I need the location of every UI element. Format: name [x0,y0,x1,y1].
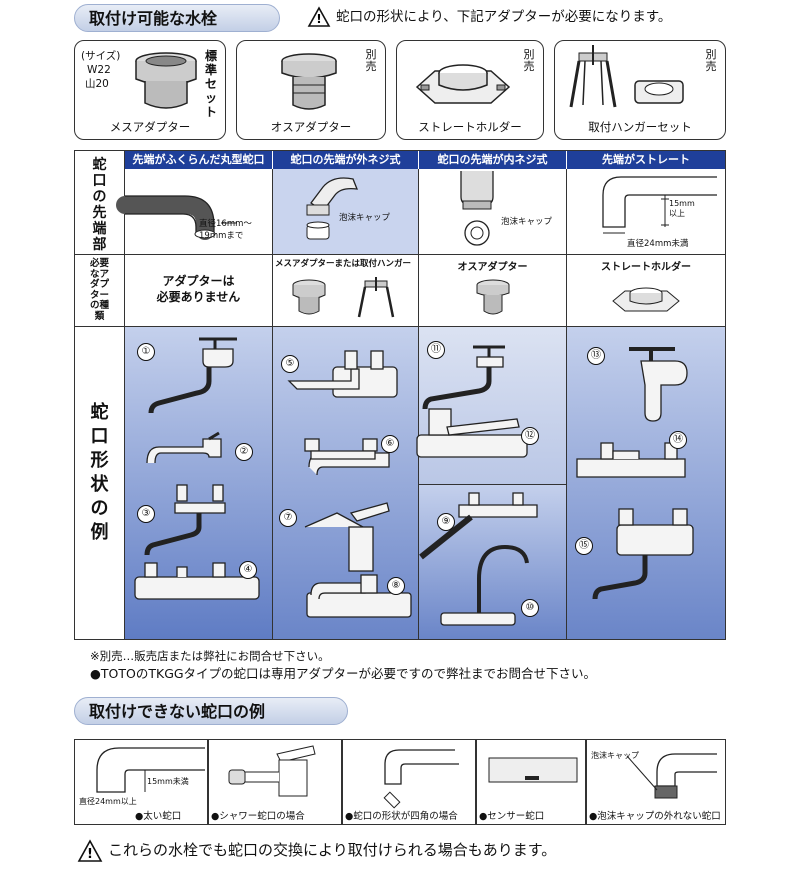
footer-warning: !これらの水栓でも蛇口の交換により取付けられる場合もあります。 [77,838,556,862]
adapter-straight-holder: 別売 ストレートホルダー [396,40,544,140]
adapter-standard-note: 標準セット [205,49,218,119]
hanger-set-icon [569,45,684,108]
section-title-incompatible: 取付けできない蛇口の例 [74,697,348,725]
adapter-size-w: W22 [87,64,111,76]
thick-label: ●太い蛇口 [135,811,182,822]
ng-thick: 15mm未満 直径24mm以上 ●太い蛇口 [74,739,208,825]
row-label-adapter-type: 必要なアダプターの種類 [75,255,125,327]
note-optional: ※別売…販売店または弊社にお問合せ下さい。 [90,649,330,663]
adapter-size-label: (サイズ) [81,50,121,62]
warning-icon-footer: ! [77,838,103,862]
adapter-male-note: 別売 [365,48,377,73]
faucet-number-5: ⑤ [281,355,299,373]
faucet-number-4: ④ [239,561,257,579]
header-inner-thread: 蛇口の先端が内ネジ式 [419,151,567,169]
adapter-straight-cell: ストレートホルダー [567,255,725,327]
faucet-number-2: ② [235,443,253,461]
straight-holder-small-icon [612,287,680,312]
adapter-none-line2: 必要ありません [156,290,241,304]
round-tip-note: 直径16mm～19mmまで [199,219,252,241]
adapter-male-label: オスアダプター [270,120,352,134]
ng-square: ●蛇口の形状が四角の場合 [342,739,476,825]
square-faucet-icon [383,749,459,809]
shower-faucet-icon [228,745,316,797]
straight-tip-dia: 直径24mm未満 [627,239,689,249]
shower-label: ●シャワー蛇口の場合 [211,811,305,822]
male-adapter-small-icon [476,279,510,315]
inner-thread-tip-icon [460,171,494,246]
faucet-number-1: ① [137,343,155,361]
straight-holder-icon [415,64,511,104]
thick-dim2: 15mm未満 [147,777,189,786]
tip-inner-thread: 泡沫キャップ [419,169,567,255]
aerator-tag: 泡沫キャップ [591,751,639,760]
row-label-shape: 蛇口形状の例 [75,327,125,639]
faucet-illustrations [134,337,694,626]
faucet-number-14: ⑭ [669,431,687,449]
adapter-straight-note: 別売 [523,48,535,73]
adapter-male-cell-label: オスアダプター [457,262,528,273]
faucet-number-10: ⑩ [521,599,539,617]
straight-tip-height: 15mm以上 [669,199,695,218]
aerator-label: ●泡沫キャップの外れない蛇口 [589,811,721,822]
sensor-faucet-icon [488,757,578,783]
top-warning: !蛇口の形状により、下記アダプターが必要になります。 [307,6,671,28]
tip-round: 直径16mm～19mmまで [116,169,273,255]
note-toto: ●TOTOのTKGGタイプの蛇口は専用アダプターが必要ですので弊社までお問合せ下… [90,666,597,681]
header-straight: 先端がストレート [567,151,725,169]
ng-aerator: 泡沫キャップ ●泡沫キャップの外れない蛇口 [586,739,726,825]
header-round-tip: 先端がふくらんだ丸型蛇口 [125,151,273,169]
faucet-number-12: ⑫ [521,427,539,445]
adapter-straight-label: ストレートホルダー [418,120,522,134]
inner-tip-note: 泡沫キャップ [501,217,553,227]
faucet-number-11: ⑪ [427,341,445,359]
sensor-label: ●センサー蛇口 [479,811,545,822]
aerator-faucet-icon [626,753,717,799]
round-faucet-tip-icon [116,195,237,240]
thick-faucet-icon [96,747,205,793]
adapter-female-label: メスアダプター [109,120,191,134]
adapter-none: アダプターは 必要ありません [125,255,273,327]
outer-tip-note: 泡沫キャップ [339,213,391,223]
outer-thread-tip-icon [306,177,359,240]
female-adapter-icon [135,52,197,109]
warning-icon: ! [307,6,331,27]
faucet-number-15: ⑮ [575,537,593,555]
tip-straight: 15mm以上 直径24mm未満 [567,169,725,255]
adapter-hanger-note: 別売 [705,48,717,73]
faucet-number-13: ⑬ [587,347,605,365]
svg-text:!: ! [87,847,93,862]
header-outer-thread: 蛇口の先端が外ネジ式 [273,151,419,169]
thick-dim1: 直径24mm以上 [79,797,137,806]
straight-tip-icon [602,176,717,234]
section-title-compatible: 取付け可能な水栓 [74,4,280,32]
faucet-number-9: ⑨ [437,513,455,531]
svg-text:!: ! [316,12,321,26]
adapter-hanger-set: 別売 取付ハンガーセット [554,40,726,140]
hanger-small-icon [357,277,395,318]
adapter-male: 別売 オスアダプター [236,40,386,140]
ng-sensor: ●センサー蛇口 [476,739,586,825]
square-label: ●蛇口の形状が四角の場合 [345,811,458,822]
male-adapter-icon [281,53,337,110]
faucet-number-6: ⑥ [381,435,399,453]
adapter-female-or-hanger: メスアダプターまたは取付ハンガー [273,255,419,327]
adapter-none-line1: アダプターは [162,274,235,288]
notes: ※別売…販売店または弊社にお問合せ下さい。 ●TOTOのTKGGタイプの蛇口は専… [90,648,596,682]
faucet-number-3: ③ [137,505,155,523]
faucet-number-8: ⑧ [387,577,405,595]
faucet-number-7: ⑦ [279,509,297,527]
adapter-female: (サイズ) W22 山20 標準セット メスアダプター [74,40,226,140]
compatibility-table: 先端がふくらんだ丸型蛇口 蛇口の先端が外ネジ式 蛇口の先端が内ネジ式 先端がスト… [74,150,726,640]
female-adapter-small-icon [292,279,326,315]
adapter-hanger-label: 取付ハンガーセット [588,120,692,134]
ng-shower: ●シャワー蛇口の場合 [208,739,342,825]
adapter-male-cell: オスアダプター [419,255,567,327]
adapter-straight-cell-label: ストレートホルダー [601,262,691,273]
adapter-female-or-hanger-label: メスアダプターまたは取付ハンガー [275,259,412,269]
tip-outer-thread: 泡沫キャップ [273,169,419,255]
adapter-size-thread: 山20 [85,78,109,90]
